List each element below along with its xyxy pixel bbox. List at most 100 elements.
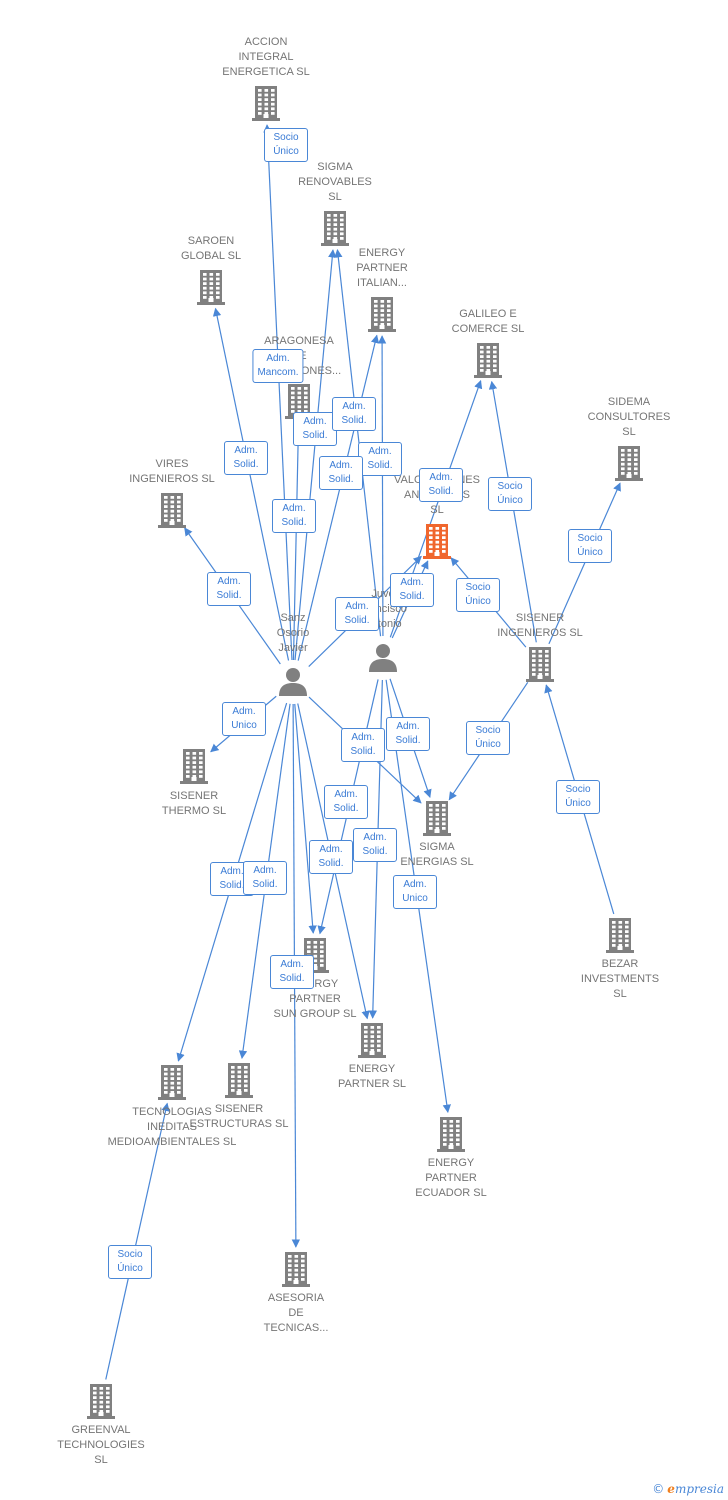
node-label-greenval[interactable]: GREENVAL TECHNOLOGIES SL <box>57 1424 145 1466</box>
company-node-tecnologias[interactable] <box>157 1064 187 1105</box>
edge-sanz-to-accion <box>263 124 293 661</box>
relation-label[interactable]: Adm. Solid. <box>332 397 376 431</box>
company-node-sisener_th[interactable] <box>179 748 209 789</box>
person-icon <box>369 644 397 672</box>
relation-label[interactable]: Socio Único <box>556 780 600 814</box>
relation-label[interactable]: Adm. Mancom. <box>252 349 304 383</box>
company-node-greenval[interactable] <box>86 1383 116 1424</box>
relation-label[interactable]: Socio Único <box>488 477 532 511</box>
relation-label[interactable]: Socio Único <box>466 721 510 755</box>
building-icon <box>437 1117 465 1152</box>
edge-sisener_ing-to-sidema <box>548 482 621 645</box>
building-icon <box>423 524 451 559</box>
company-node-bezar[interactable] <box>605 917 635 958</box>
edge-greenval-to-tecnologias <box>105 1102 170 1380</box>
relation-label[interactable]: Adm. Solid. <box>335 597 379 631</box>
relation-label[interactable]: Adm. Solid. <box>341 728 385 762</box>
node-label-accion[interactable]: ACCION INTEGRAL ENERGETICA SL <box>222 36 310 78</box>
node-label-sisener_th[interactable]: SISENER THERMO SL <box>161 790 227 817</box>
building-icon <box>252 86 280 121</box>
building-icon <box>197 270 225 305</box>
node-label-sisener_ing[interactable]: SISENER INGENIEROS SL <box>497 612 583 639</box>
relation-label[interactable]: Adm. Solid. <box>243 861 287 895</box>
company-node-energy_p[interactable] <box>357 1022 387 1063</box>
empresia-logo: ©empresia <box>652 1482 724 1496</box>
relation-label[interactable]: Adm. Solid. <box>419 468 463 502</box>
company-node-vires[interactable] <box>157 492 187 533</box>
node-label-vires[interactable]: VIRES INGENIEROS SL <box>129 458 215 485</box>
node-label-bezar[interactable]: BEZAR INVESTMENTS SL <box>580 958 660 1000</box>
company-node-valor[interactable] <box>422 523 452 564</box>
edge-sanz-to-energy_sun <box>294 703 317 934</box>
brand-name: mpresia <box>674 1482 724 1496</box>
building-icon <box>423 801 451 836</box>
edge-sanz-to-aragonesa <box>292 422 303 661</box>
relation-label[interactable]: Adm. Solid. <box>270 955 314 989</box>
relation-label[interactable]: Adm. Solid. <box>293 412 337 446</box>
company-node-sigma_en[interactable] <box>422 800 452 841</box>
building-icon <box>526 647 554 682</box>
company-node-accion[interactable] <box>251 85 281 126</box>
company-node-sisener_est[interactable] <box>224 1062 254 1103</box>
relation-label[interactable]: Adm. Solid. <box>358 442 402 476</box>
relation-label[interactable]: Adm. Solid. <box>272 499 316 533</box>
building-icon <box>180 749 208 784</box>
building-icon <box>321 211 349 246</box>
edge-sanz-to-energy_ital <box>297 334 380 661</box>
building-icon <box>158 493 186 528</box>
building-icon <box>474 343 502 378</box>
node-label-asesoria[interactable]: ASESORIA DE TECNICAS... <box>263 1292 329 1334</box>
node-label-galileo[interactable]: GALILEO E COMERCE SL <box>451 308 525 335</box>
node-label-sigma_en[interactable]: SIGMA ENERGIAS SL <box>400 841 474 868</box>
relation-label[interactable]: Adm. Solid. <box>390 573 434 607</box>
copyright-symbol: © <box>652 1482 665 1496</box>
brand-initial: e <box>667 1482 675 1496</box>
relation-label[interactable]: Adm. Solid. <box>224 441 268 475</box>
building-icon <box>368 297 396 332</box>
relation-label[interactable]: Adm. Solid. <box>319 456 363 490</box>
node-label-sanz[interactable]: Sanz Osorio Javier <box>276 612 310 654</box>
relation-label[interactable]: Adm. Solid. <box>309 840 353 874</box>
relation-label[interactable]: Adm. Solid. <box>207 572 251 606</box>
node-label-sidema[interactable]: SIDEMA CONSULTORES SL <box>587 396 671 438</box>
node-label-energy_p[interactable]: ENERGY PARTNER SL <box>337 1063 407 1090</box>
relation-label[interactable]: Adm. Solid. <box>324 785 368 819</box>
relation-label[interactable]: Socio Único <box>456 578 500 612</box>
building-icon <box>225 1063 253 1098</box>
building-icon <box>606 918 634 953</box>
node-label-tecnologias[interactable]: TECNOLOGIAS INEDITAS MEDIOAMBIENTALES SL <box>107 1106 237 1148</box>
edge-juve-to-energy_ital <box>377 335 387 637</box>
node-label-saroen[interactable]: SAROEN GLOBAL SL <box>180 235 242 262</box>
edge-sanz-to-saroen <box>212 307 290 661</box>
relation-label[interactable]: Adm. Unico <box>393 875 437 909</box>
company-node-saroen[interactable] <box>196 269 226 310</box>
person-icon <box>279 668 307 696</box>
relation-label[interactable]: Adm. Solid. <box>386 717 430 751</box>
relation-label[interactable]: Socio Único <box>568 529 612 563</box>
company-node-sigma_renov[interactable] <box>320 210 350 251</box>
relation-label[interactable]: Adm. Solid. <box>353 828 397 862</box>
building-icon <box>358 1023 386 1058</box>
company-node-sidema[interactable] <box>614 445 644 486</box>
company-node-sisener_ing[interactable] <box>525 646 555 687</box>
node-label-sigma_renov[interactable]: SIGMA RENOVABLES SL <box>298 161 372 203</box>
edge-sanz-to-sigma_renov <box>294 249 337 661</box>
building-icon <box>615 446 643 481</box>
relation-label[interactable]: Socio Único <box>108 1245 152 1279</box>
building-icon <box>282 1252 310 1287</box>
building-icon <box>87 1384 115 1419</box>
person-node-juve[interactable] <box>368 643 398 678</box>
node-label-energy_ec[interactable]: ENERGY PARTNER ECUADOR SL <box>415 1157 487 1199</box>
company-node-energy_ec[interactable] <box>436 1116 466 1157</box>
company-node-energy_ital[interactable] <box>367 296 397 337</box>
company-node-asesoria[interactable] <box>281 1251 311 1292</box>
node-label-sisener_est[interactable]: SISENER ESTRUCTURAS SL <box>189 1103 289 1130</box>
edge-sisener_ing-to-galileo <box>488 380 537 643</box>
relation-label[interactable]: Socio Único <box>264 128 308 162</box>
company-node-galileo[interactable] <box>473 342 503 383</box>
relation-label[interactable]: Adm. Unico <box>222 702 266 736</box>
building-icon <box>158 1065 186 1100</box>
person-node-sanz[interactable] <box>278 667 308 702</box>
node-label-energy_ital[interactable]: ENERGY PARTNER ITALIAN... <box>356 247 408 289</box>
